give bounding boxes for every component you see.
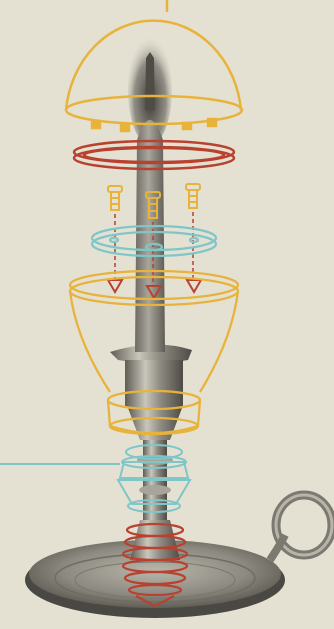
dish-handle [270, 495, 332, 560]
